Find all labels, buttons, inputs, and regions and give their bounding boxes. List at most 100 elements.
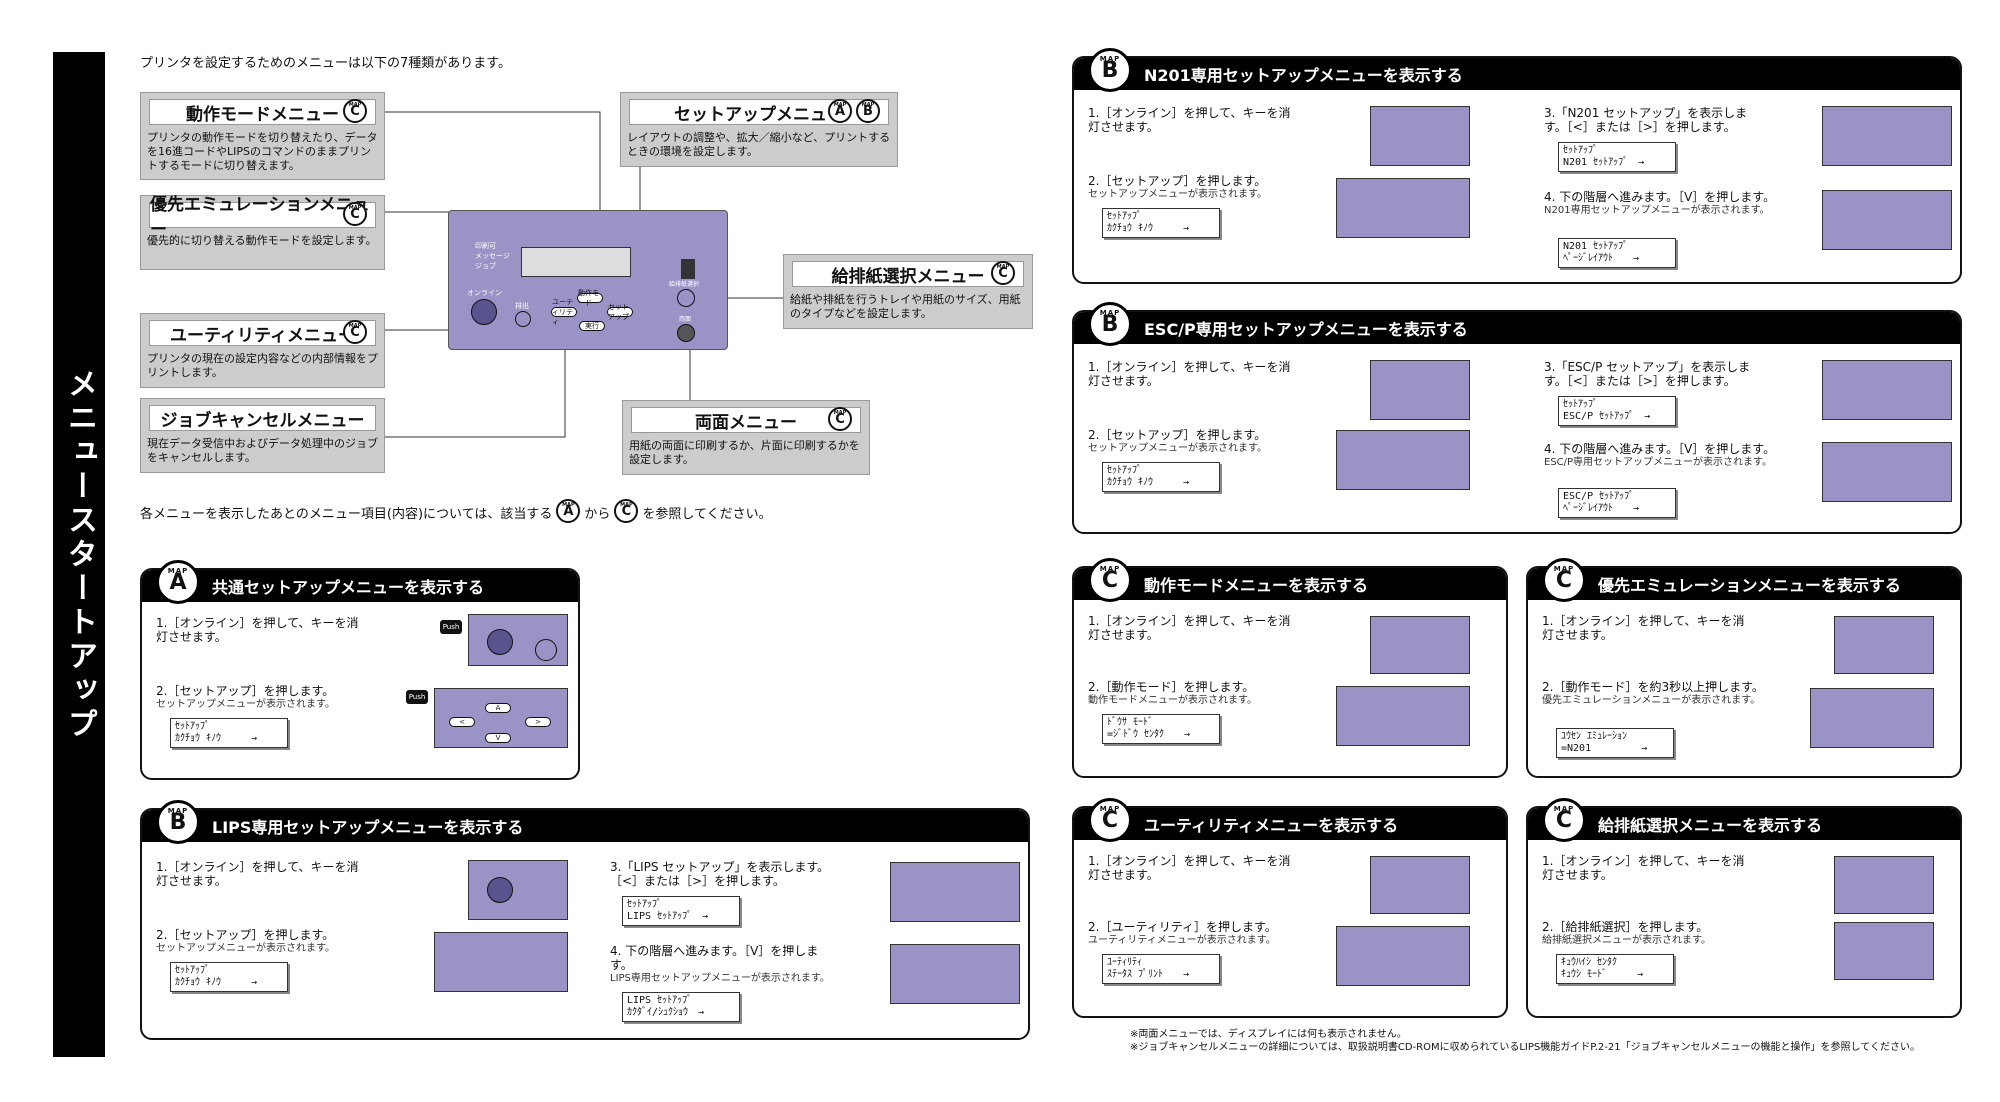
message-label: メッセージ bbox=[475, 252, 510, 260]
step-1: 1.［オンライン］を押して、キーを消灯させます。 bbox=[1542, 614, 1745, 642]
lcd-display: ﾄﾞｳｻ ﾓｰﾄﾞ =ｼﾞﾄﾞｳ ｾﾝﾀｸ → bbox=[1102, 714, 1220, 744]
utility-menu-desc: プリンタの現在の設定内容などの内部情報をプリントします。 bbox=[147, 352, 378, 379]
eject-button[interactable] bbox=[535, 639, 557, 661]
sidebar: メニュースタートアップ bbox=[53, 52, 105, 1057]
key-panel-mini bbox=[1336, 686, 1470, 746]
online-panel-mini bbox=[1370, 856, 1470, 914]
left-key[interactable]: < bbox=[449, 717, 475, 727]
step-1: 1.［オンライン］を押して、キーを消灯させます。 bbox=[156, 616, 359, 644]
key-panel-mini bbox=[1822, 442, 1952, 502]
intro-text: プリンタを設定するためのメニューは以下の7種類があります。 bbox=[140, 56, 511, 71]
footnotes: ※両面メニューでは、ディスプレイには何も表示されません。 ※ジョブキャンセルメニ… bbox=[1130, 1028, 1920, 1054]
lcd-display: ｷｭｳﾊｲｼ ｾﾝﾀｸ ｷｭｳｼ ﾓｰﾄﾞ → bbox=[1556, 954, 1674, 984]
step-2: 2.［動作モード］を押します。動作モードメニューが表示されます。 bbox=[1088, 680, 1257, 706]
online-button[interactable] bbox=[487, 877, 513, 903]
section-title: 共通セットアップメニューを表示する bbox=[212, 578, 485, 597]
online-panel-mini bbox=[1834, 856, 1934, 914]
mode-button[interactable]: 動作モード bbox=[577, 289, 603, 307]
setup-menu-desc: レイアウトの調整や、拡大／縮小など、プリントするときの環境を設定します。 bbox=[627, 131, 891, 158]
key-panel-mini: A < > V bbox=[434, 688, 568, 748]
duplex-label: 両面 bbox=[679, 316, 692, 323]
step-2: 2.［動作モード］を約3秒以上押します。優先エミュレーションメニューが表示されま… bbox=[1542, 680, 1764, 706]
down-key[interactable]: V bbox=[485, 733, 511, 743]
mode-menu-title: 動作モードメニュー bbox=[186, 104, 339, 125]
footnote-job-cancel: ※ジョブキャンセルメニューの詳細については、取扱説明書CD-ROMに収められてい… bbox=[1130, 1042, 1920, 1053]
step-2: 2.［ユーティリティ］を押します。ユーティリティメニューが表示されます。 bbox=[1088, 920, 1277, 946]
lcd-display: ｾｯﾄｱｯﾌﾟ N201 ｾｯﾄｱｯﾌﾟ → bbox=[1558, 142, 1676, 172]
duplex-button[interactable] bbox=[677, 324, 695, 342]
step-4: 4. 下の階層へ進みます。［V］を押します。ESC/P専用セットアップメニューが… bbox=[1544, 442, 1776, 468]
step-2: 2.［セットアップ］を押します。セットアップメニューが表示されます。 bbox=[156, 928, 335, 954]
lcd-display: ｾｯﾄｱｯﾌﾟ ｶｸﾁｮｳ ｷﾉｳ → bbox=[1102, 208, 1220, 238]
online-button[interactable] bbox=[471, 299, 497, 325]
section-title: ESC/P専用セットアップメニューを表示する bbox=[1144, 320, 1468, 339]
key-panel-mini bbox=[1822, 190, 1952, 250]
utility-button[interactable]: ユーティリティ bbox=[551, 298, 577, 326]
online-panel-mini bbox=[1370, 106, 1470, 166]
step-2: 2.［セットアップ］を押します。セットアップメニューが表示されます。 bbox=[156, 684, 335, 710]
job-label: ジョブ bbox=[475, 262, 496, 270]
push-label: Push bbox=[440, 620, 462, 634]
feed-panel-mini bbox=[1834, 922, 1934, 980]
step-2: 2.［給排紙選択］を押します。給排紙選択メニューが表示されます。 bbox=[1542, 920, 1711, 946]
key-panel-mini bbox=[1336, 430, 1470, 490]
online-button[interactable] bbox=[487, 629, 513, 655]
online-panel-mini bbox=[1370, 616, 1470, 674]
print-ready-label: 印刷可 bbox=[475, 242, 496, 250]
section-title: ユーティリティメニューを表示する bbox=[1144, 816, 1399, 835]
eject-label: 排出 bbox=[515, 302, 529, 310]
key-panel-mini bbox=[434, 932, 568, 992]
feed-icon bbox=[681, 259, 695, 279]
panel-display bbox=[521, 247, 631, 277]
push-label: Push bbox=[406, 690, 428, 704]
feed-button[interactable] bbox=[677, 289, 695, 307]
duplex-menu-title: 両面メニュー bbox=[695, 412, 797, 433]
feed-menu-desc: 給紙や排紙を行うトレイや用紙のサイズ、用紙のタイプなどを設定します。 bbox=[790, 293, 1021, 320]
setup-button[interactable]: セットアップ bbox=[607, 303, 633, 321]
eject-button[interactable] bbox=[515, 311, 531, 327]
exec-button[interactable]: 実行 bbox=[579, 321, 605, 331]
step-1: 1.［オンライン］を押して、キーを消灯させます。 bbox=[1088, 854, 1291, 882]
key-panel-mini bbox=[1822, 360, 1952, 420]
section-title: 優先エミュレーションメニューを表示する bbox=[1598, 576, 1901, 595]
printer-control-panel: 印刷可メッセージジョブ オンライン 排出 動作モード ユーティリティ セットアッ… bbox=[448, 210, 728, 350]
right-key[interactable]: > bbox=[525, 717, 551, 727]
footnote-duplex: ※両面メニューでは、ディスプレイには何も表示されません。 bbox=[1130, 1029, 1407, 1040]
duplex-menu-desc: 用紙の両面に印刷するか、片面に印刷するかを設定します。 bbox=[629, 439, 860, 466]
step-1: 1.［オンライン］を押して、キーを消灯させます。 bbox=[1088, 360, 1291, 388]
step-1: 1.［オンライン］を押して、キーを消灯させます。 bbox=[1088, 614, 1291, 642]
section-title: LIPS専用セットアップメニューを表示する bbox=[212, 818, 524, 837]
section-title: 給排紙選択メニューを表示する bbox=[1598, 816, 1823, 835]
mode-key[interactable]: A bbox=[485, 703, 511, 713]
key-panel-mini bbox=[1810, 688, 1934, 748]
lcd-display: ｾｯﾄｱｯﾌﾟ ｶｸﾁｮｳ ｷﾉｳ → bbox=[1102, 462, 1220, 492]
key-panel-mini bbox=[1336, 178, 1470, 238]
lcd-display: ｾｯﾄｱｯﾌﾟ ESC/P ｾｯﾄｱｯﾌﾟ → bbox=[1558, 396, 1676, 426]
section-title: N201専用セットアップメニューを表示する bbox=[1144, 66, 1463, 85]
feed-label: 給排紙選択 bbox=[669, 281, 700, 288]
emulation-menu-desc: 優先的に切り替える動作モードを設定します。 bbox=[147, 234, 377, 247]
lcd-display: ｾｯﾄｱｯﾌﾟ ｶｸﾁｮｳ ｷﾉｳ → bbox=[170, 962, 288, 992]
key-panel-mini bbox=[1822, 106, 1952, 166]
